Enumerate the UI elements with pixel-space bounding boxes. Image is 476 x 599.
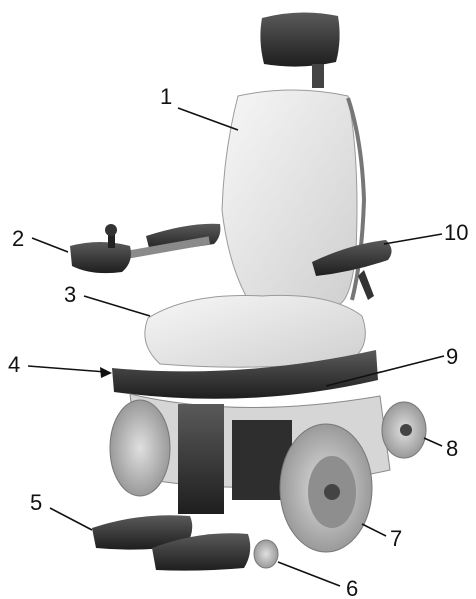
armrest-left: [119, 223, 221, 260]
leader-line-8: [423, 437, 443, 447]
backrest: [221, 89, 367, 306]
callout-5: 5: [30, 490, 42, 515]
callout-6: 6: [346, 576, 358, 599]
seat-cushion: [144, 294, 366, 368]
callout-7: 7: [390, 526, 402, 551]
callout-3: 3: [64, 282, 76, 307]
drive-wheel-right: [279, 423, 373, 553]
callout-2: 2: [12, 226, 24, 251]
joystick-controller: [70, 224, 131, 274]
callout-8: 8: [446, 436, 458, 461]
footplates: [92, 515, 251, 571]
seat-frame: [112, 350, 378, 399]
leader-line-10: [383, 233, 443, 245]
front-caster: [253, 539, 279, 569]
armrest-right: [312, 240, 392, 300]
leader-line-1: [177, 107, 239, 131]
leader-line-2: [31, 237, 69, 253]
leader-line-7: [361, 523, 387, 537]
leader-line-5: [49, 507, 93, 531]
leader-line-4: [27, 365, 107, 373]
callout-9: 9: [446, 344, 458, 369]
callout-10: 10: [444, 220, 468, 245]
headrest: [260, 12, 340, 88]
callout-4: 4: [8, 352, 20, 377]
leader-line-6: [277, 561, 341, 587]
leader-line-3: [83, 295, 151, 317]
leader-arrow-4: [100, 367, 112, 378]
rear-caster: [381, 401, 427, 459]
leader-line-9: [325, 355, 445, 387]
callout-1: 1: [160, 84, 172, 109]
drive-wheel-left: [109, 399, 171, 497]
